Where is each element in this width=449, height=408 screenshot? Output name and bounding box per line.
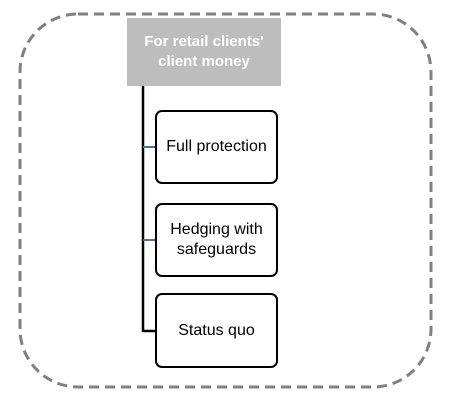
child-node-label: Hedging with safeguards — [170, 221, 263, 258]
child-node-hedging-with-safeguards: Hedging with safeguards — [155, 203, 278, 277]
child-node-status-quo: Status quo — [155, 293, 278, 368]
root-node-label: For retail clients' client money — [144, 33, 264, 70]
root-node: For retail clients' client money — [127, 18, 281, 86]
child-node-label: Status quo — [178, 321, 255, 339]
child-node-label: Full protection — [166, 138, 267, 155]
child-node-full-protection: Full protection — [155, 110, 278, 184]
dashed-frame — [18, 12, 433, 389]
